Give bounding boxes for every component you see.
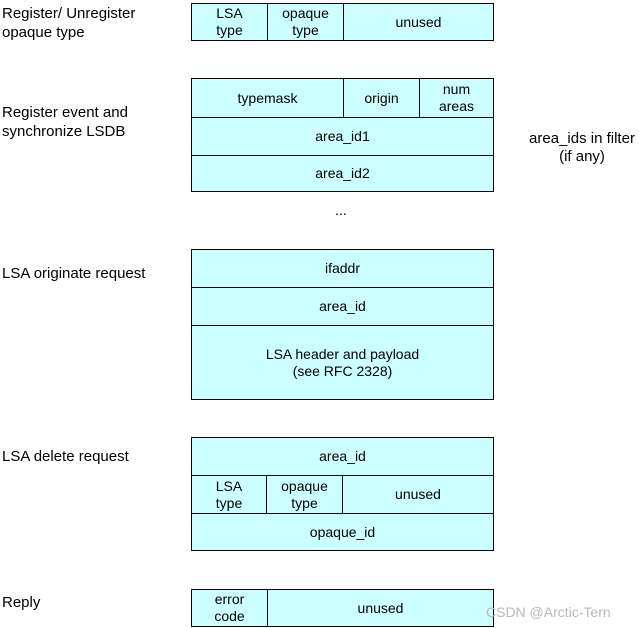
lsa-delete-message: area_id LSA type opaque type unused opaq… <box>191 437 494 551</box>
lsa-type-cell: LSA type <box>216 5 243 38</box>
opaque-type-cell: opaque type <box>282 5 329 38</box>
watermark: CSDN @Arctic-Tern <box>486 604 611 620</box>
lsa-originate-label: LSA originate request <box>2 265 146 282</box>
opaque-id-cell: opaque_id <box>309 523 376 540</box>
unused-cell: unused <box>395 486 441 502</box>
reply-label: Reply <box>2 594 41 611</box>
divider <box>342 476 343 513</box>
area-ids-note: area_ids in filter (if any) <box>529 130 635 165</box>
origin-cell: origin <box>364 89 399 106</box>
num-areas-cell: num areas <box>438 81 475 114</box>
divider <box>267 4 268 40</box>
divider <box>192 513 493 514</box>
lsa-delete-label: LSA delete request <box>2 448 129 465</box>
ellipsis: ... <box>335 202 347 218</box>
unused-cell: unused <box>395 13 442 30</box>
lsa-originate-message: ifaddr area_id LSA header and payload (s… <box>191 249 494 400</box>
lsa-payload-cell: LSA header and payload (see RFC 2328) <box>265 345 420 379</box>
register-unregister-message: LSA type opaque type unused <box>191 3 494 41</box>
divider <box>267 590 268 626</box>
area-id2-cell: area_id2 <box>315 165 370 181</box>
divider <box>419 79 420 117</box>
reply-message: error code unused <box>191 589 494 627</box>
typemask-cell: typemask <box>237 89 298 106</box>
divider <box>343 4 344 40</box>
opaque-type-cell: opaque type <box>281 477 328 511</box>
divider <box>192 475 493 476</box>
divider <box>192 155 493 156</box>
divider <box>266 476 267 513</box>
unused-cell: unused <box>357 599 404 616</box>
register-event-label: Register event and synchronize LSDB <box>2 104 128 140</box>
ifaddr-cell: ifaddr <box>324 260 361 276</box>
area-id-cell: area_id <box>319 448 366 464</box>
divider <box>343 79 344 117</box>
divider <box>192 287 493 288</box>
divider <box>192 325 493 326</box>
error-code-cell: error code <box>214 591 245 624</box>
lsa-type-cell: LSA type <box>215 477 243 511</box>
register-unregister-label: Register/ Unregister opaque type <box>2 5 136 41</box>
register-event-message: typemask origin num areas area_id1 area_… <box>191 78 494 192</box>
divider <box>192 117 493 118</box>
area-id1-cell: area_id1 <box>315 128 370 144</box>
area-id-cell: area_id <box>319 298 366 314</box>
